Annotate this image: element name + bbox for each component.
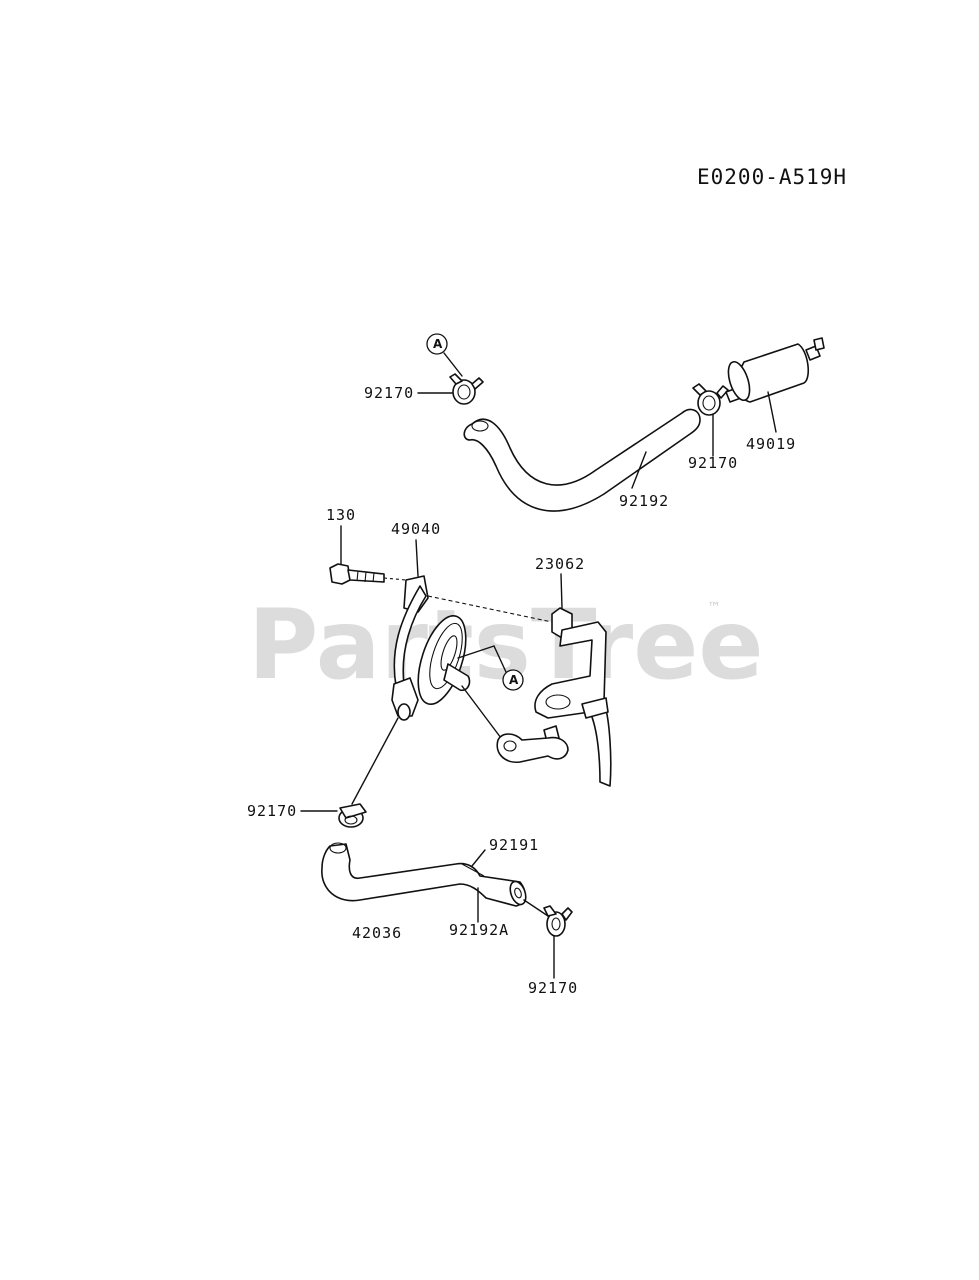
part-label-92170-mid-left: 92170 bbox=[247, 802, 297, 820]
part-label-92170-top-left: 92170 bbox=[364, 384, 414, 402]
part-label-92192: 92192 bbox=[619, 492, 669, 510]
svg-text:A: A bbox=[433, 337, 443, 351]
part-label-42036: 42036 bbox=[352, 924, 402, 942]
hose-clamp-icon[interactable] bbox=[692, 383, 729, 416]
part-label-23062: 23062 bbox=[535, 555, 585, 573]
hose-clamp-icon[interactable] bbox=[338, 803, 367, 828]
part-label-130: 130 bbox=[326, 506, 356, 524]
fuel-hose-lower[interactable] bbox=[321, 842, 529, 907]
callout-a-top[interactable]: A bbox=[426, 333, 448, 355]
part-label-49019: 49019 bbox=[746, 435, 796, 453]
fuel-filter-icon[interactable] bbox=[724, 337, 825, 403]
part-label-92170-bottom: 92170 bbox=[528, 979, 578, 997]
svg-text:A: A bbox=[509, 673, 519, 687]
diagram-code: E0200-A519H bbox=[697, 165, 847, 189]
bolt-icon[interactable] bbox=[329, 563, 385, 585]
hose-clamp-icon[interactable] bbox=[449, 373, 484, 405]
part-label-92191: 92191 bbox=[489, 836, 539, 854]
part-label-49040: 49040 bbox=[391, 520, 441, 538]
bracket-icon[interactable] bbox=[534, 607, 612, 787]
callout-a-mid[interactable]: A bbox=[502, 669, 524, 691]
fuel-pump-icon[interactable] bbox=[391, 575, 475, 721]
part-label-92170-top-right: 92170 bbox=[688, 454, 738, 472]
fuel-hose-upper[interactable] bbox=[463, 408, 701, 512]
part-label-92192A: 92192A bbox=[449, 921, 509, 939]
watermark-trademark: ™ bbox=[707, 600, 721, 616]
elbow-hose-icon[interactable] bbox=[496, 733, 569, 764]
hose-clamp-icon[interactable] bbox=[543, 905, 573, 937]
